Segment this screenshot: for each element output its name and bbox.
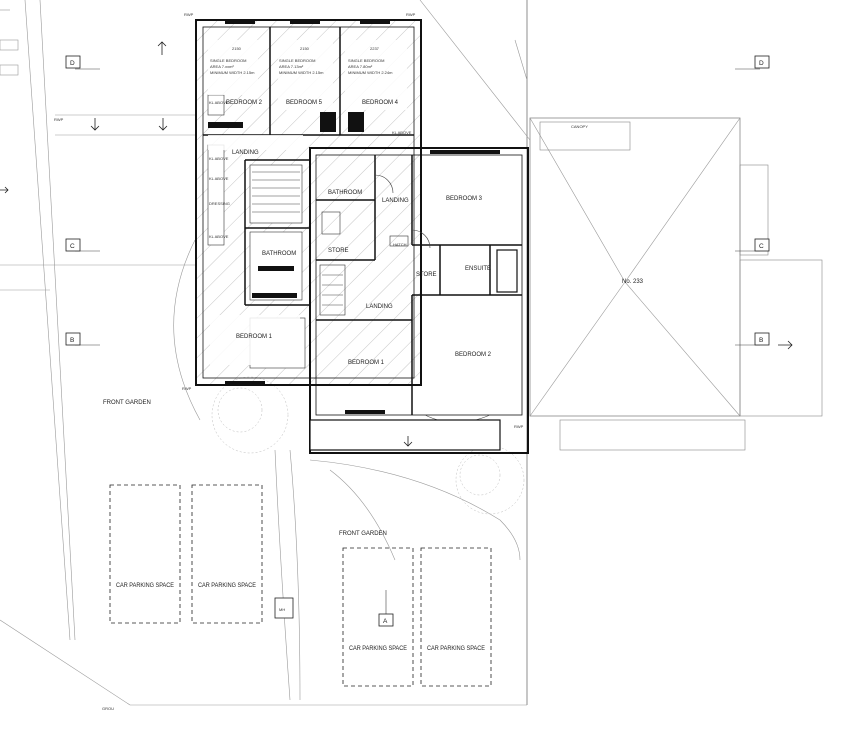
label-rwp: RWP xyxy=(54,117,64,122)
section-marker-d-left: D xyxy=(70,60,75,67)
fixture-label: KL ABOVE xyxy=(209,234,229,239)
building-middle xyxy=(309,147,529,454)
room-label-bedroom-1: BEDROOM 1 xyxy=(236,334,273,340)
label-manhole: MH xyxy=(279,607,285,612)
room-label-landing: LANDING xyxy=(232,150,259,156)
neighbour-building xyxy=(529,117,823,451)
room-note: AREA 7.13m² xyxy=(279,64,304,69)
room-note: SINGLE BEDROOM xyxy=(348,58,384,63)
section-marker-b-right: B xyxy=(759,337,763,344)
room-label-bedroom-3: BEDROOM 3 xyxy=(446,196,483,202)
section-marker-a: A xyxy=(383,618,388,625)
section-marker-c-right: C xyxy=(759,243,764,250)
room-label-bedroom-4: BEDROOM 4 xyxy=(362,100,399,106)
parking-label-4: CAR PARKING SPACE xyxy=(427,646,485,652)
room-note: MINIMUM WIDTH 2.15m xyxy=(210,70,255,75)
label-rwp: RWP xyxy=(406,12,416,17)
room-label-landing-mid: LANDING xyxy=(382,198,409,204)
room-note: AREA 7.80m² xyxy=(348,64,373,69)
fixture-label: KL ABOVE xyxy=(209,100,229,105)
room-label-bedroom-2: BEDROOM 2 xyxy=(226,100,263,106)
parking-bays xyxy=(109,484,492,687)
room-note: MINIMUM WIDTH 2.15m xyxy=(279,70,324,75)
fixture-label: DRESSING xyxy=(209,201,230,206)
room-label-bathroom: BATHROOM xyxy=(262,251,296,257)
room-note: SINGLE BEDROOM xyxy=(279,58,315,63)
tree-canopy xyxy=(211,376,525,515)
fixture-label: KL ABOVE xyxy=(392,130,412,135)
site-boundaries xyxy=(0,0,531,706)
label-neighbour: No. 233 xyxy=(622,279,644,285)
label-front-garden-mid: FRONT GARDEN xyxy=(339,531,387,537)
dimension-label: 2237 xyxy=(370,46,380,51)
label-rwp: RWP xyxy=(182,386,192,391)
building-left xyxy=(195,19,422,386)
direction-arrows xyxy=(0,41,793,447)
parking-label-1: CAR PARKING SPACE xyxy=(116,583,174,589)
label-rwp: RWP xyxy=(184,12,194,17)
label-rwp: RWP xyxy=(514,424,524,429)
room-label-bathroom-mid: BATHROOM xyxy=(328,190,362,196)
room-note: AREA 7.xxm² xyxy=(210,64,234,69)
room-label-bedroom-1-mid: BEDROOM 1 xyxy=(348,360,385,366)
section-marker-d-right: D xyxy=(759,60,764,67)
parking-label-3: CAR PARKING SPACE xyxy=(349,646,407,652)
room-note: MINIMUM WIDTH 2.24m xyxy=(348,70,393,75)
parking-label-2: CAR PARKING SPACE xyxy=(198,583,256,589)
label-canopy: CANOPY xyxy=(571,124,588,129)
room-label-store-mid: STORE xyxy=(328,248,349,254)
room-label-bedroom-5: BEDROOM 5 xyxy=(286,100,323,106)
dimension-label: 2150 xyxy=(232,46,242,51)
room-label-bedroom-2-mid: BEDROOM 2 xyxy=(455,352,492,358)
dimension-label: 2150 xyxy=(300,46,310,51)
room-label-landing-lower: LANDING xyxy=(366,304,393,310)
label-ground: GROU xyxy=(102,706,114,711)
section-marker-b-left: B xyxy=(70,337,74,344)
room-label-store-right: STORE xyxy=(416,272,437,278)
section-marker-c-left: C xyxy=(70,243,75,250)
room-label-hatch: HATCH xyxy=(393,242,407,247)
room-note: SINGLE BEDROOM xyxy=(210,58,246,63)
room-label-ensuite: ENSUITE xyxy=(465,266,491,272)
fixture-label: KL ABOVE xyxy=(209,156,229,161)
section-markers xyxy=(65,55,770,627)
label-front-garden-left: FRONT GARDEN xyxy=(103,400,151,406)
fixture-label: KL ABOVE xyxy=(209,176,229,181)
